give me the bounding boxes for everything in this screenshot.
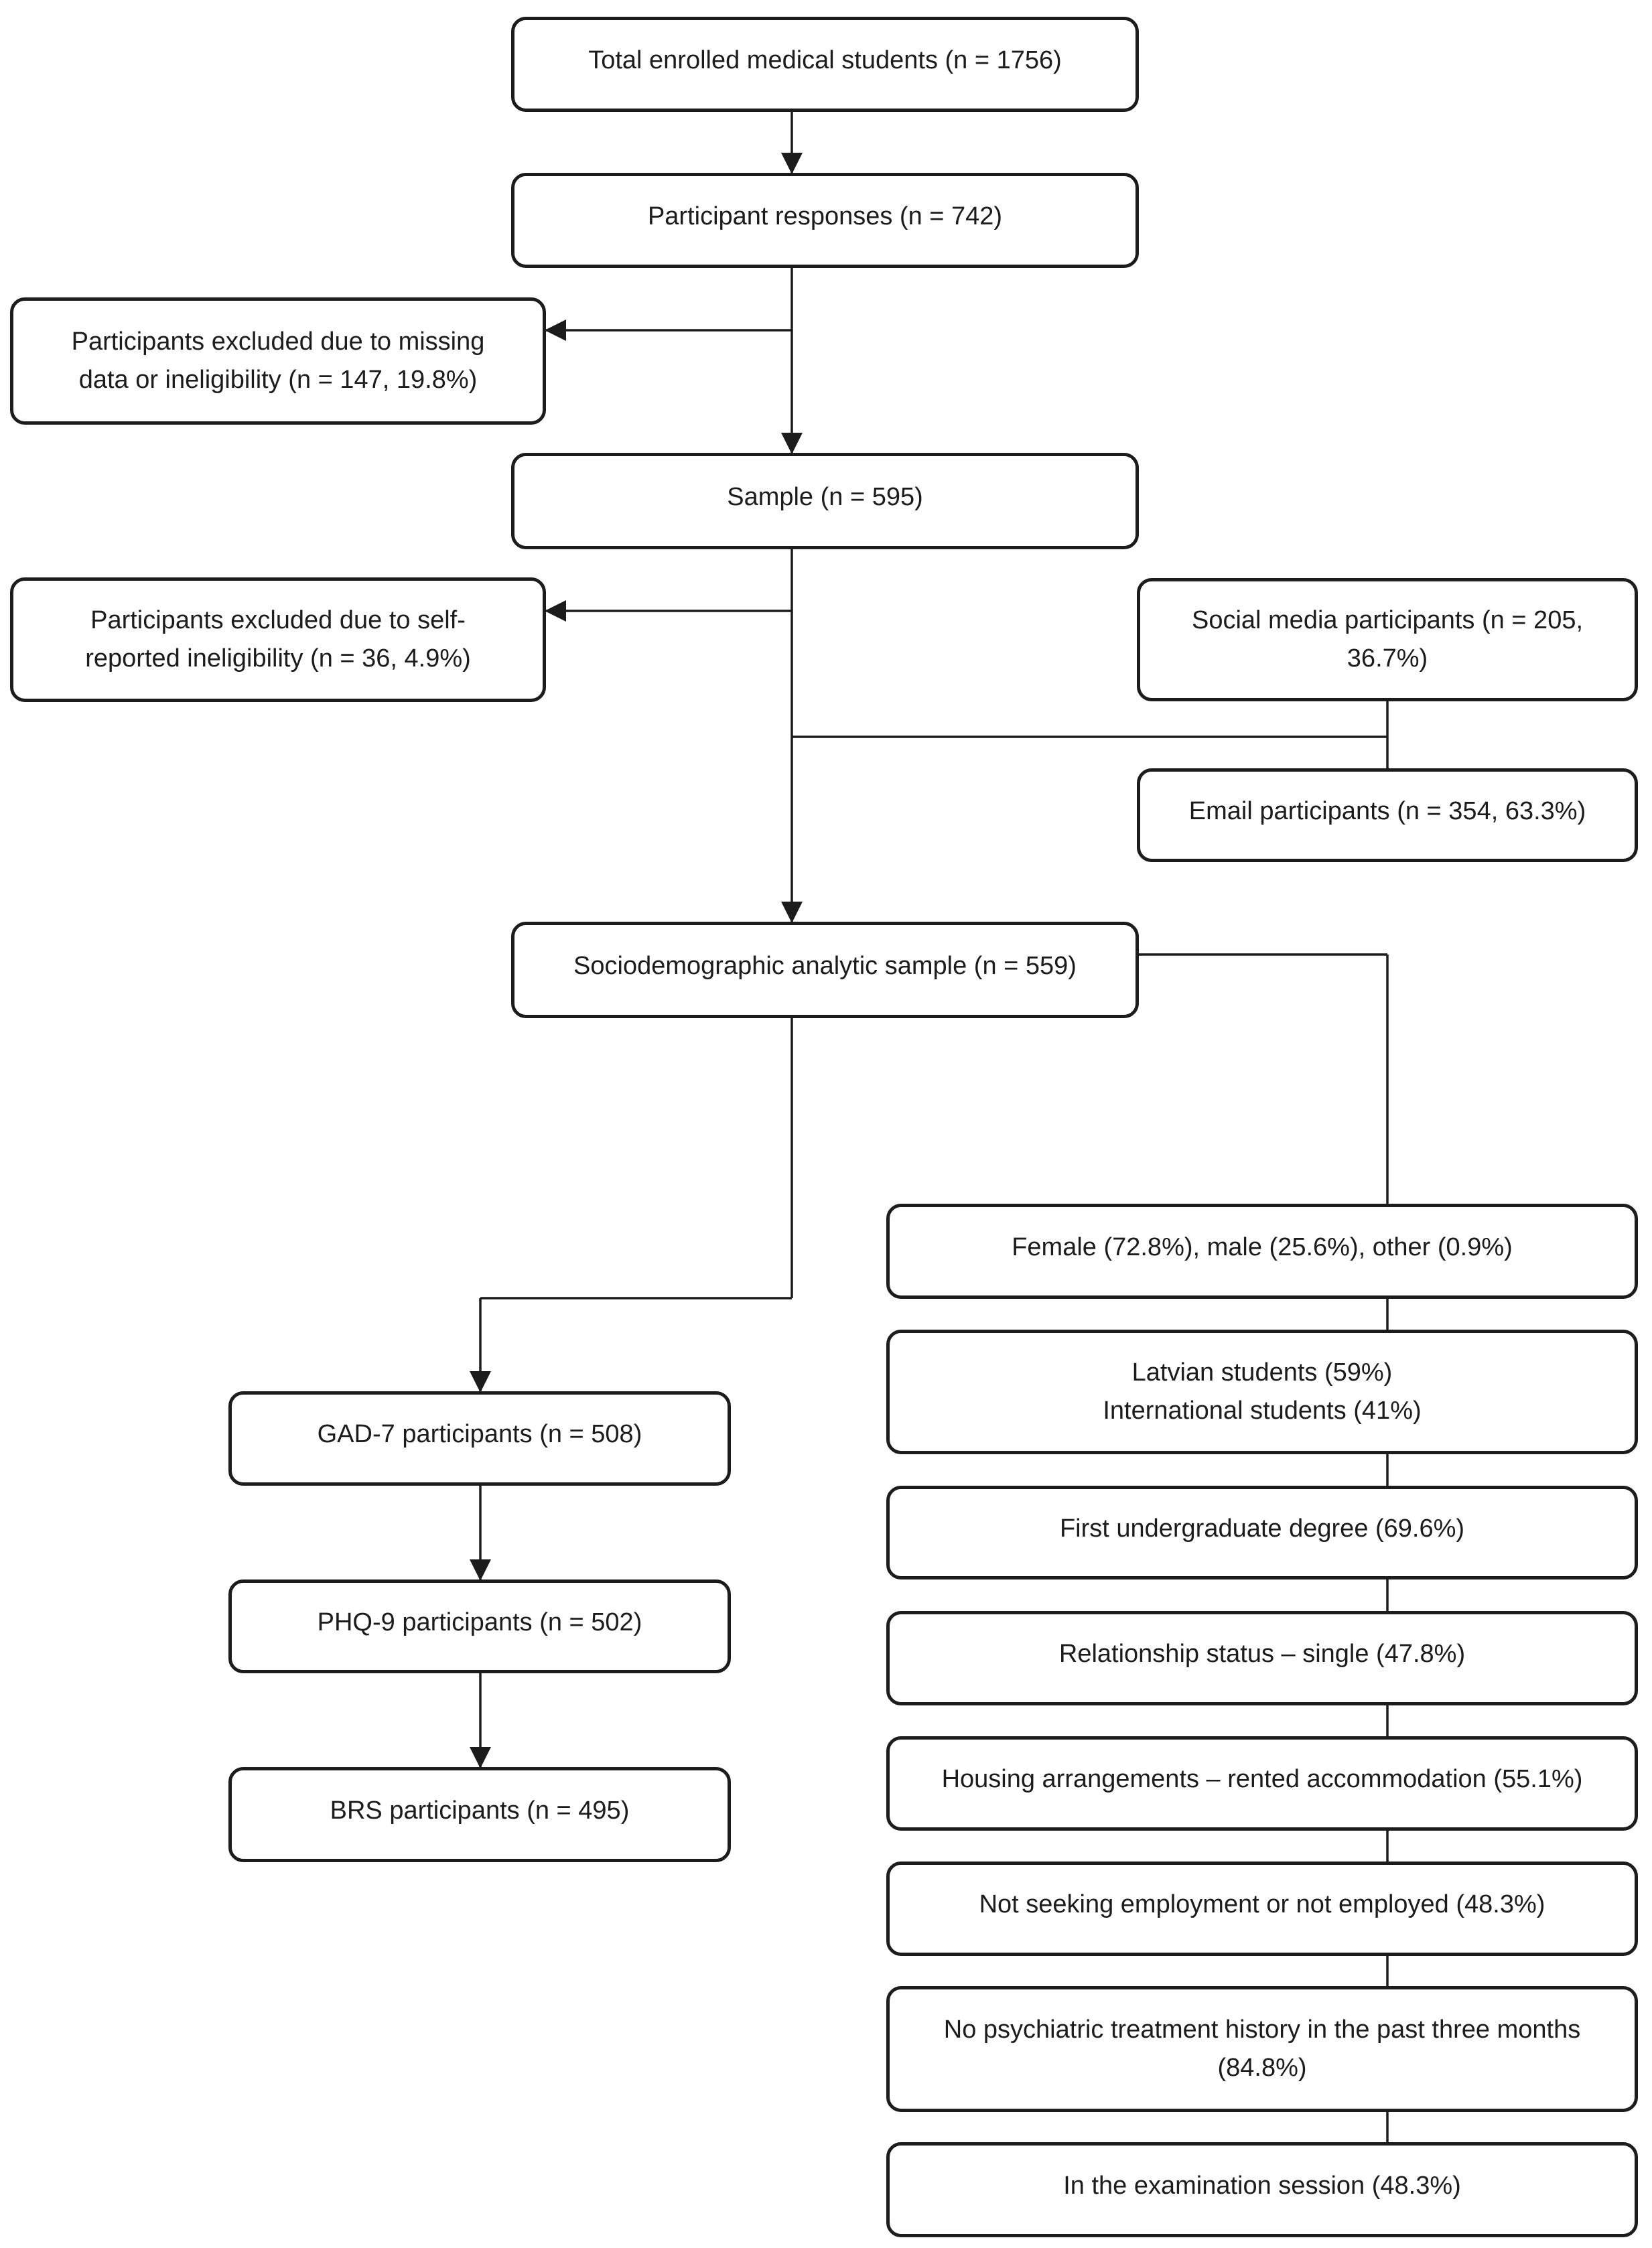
excluded-self-line-2: reported ineligibility (n = 36, 4.9%) (85, 644, 471, 673)
social-media-line-1: Social media participants (n = 205, (1191, 606, 1584, 634)
sociodemographic-sample-box: Sociodemographic analytic sample (n = 55… (511, 922, 1139, 1018)
excluded-missing-line-2: data or ineligibility (n = 147, 19.8%) (78, 366, 478, 394)
excluded-missing-box: Participants excluded due to missing dat… (10, 297, 546, 425)
excluded-self-box: Participants excluded due to self- repor… (10, 577, 546, 702)
gad7-box: GAD-7 participants (n = 508) (228, 1391, 731, 1486)
participant-responses-text: Participant responses (n = 742) (647, 202, 1003, 230)
sociodemographic-sample-text: Sociodemographic analytic sample (n = 55… (573, 951, 1077, 980)
employment-box: Not seeking employment or not employed (… (886, 1861, 1638, 1956)
gender-box: Female (72.8%), male (25.6%), other (0.9… (886, 1204, 1638, 1299)
participant-responses-box: Participant responses (n = 742) (511, 173, 1139, 268)
excluded-self-line-1: Participants excluded due to self- (90, 606, 466, 634)
relationship-text: Relationship status – single (47.8%) (1058, 1640, 1466, 1668)
phq9-text: PHQ-9 participants (n = 502) (317, 1608, 642, 1636)
email-text: Email participants (n = 354, 63.3%) (1188, 796, 1586, 825)
nationality-box: Latvian students (59%) International stu… (886, 1330, 1638, 1454)
examination-session-text: In the examination session (48.3%) (1063, 2171, 1461, 2200)
housing-text: Housing arrangements – rented accommodat… (941, 1765, 1583, 1793)
degree-text: First undergraduate degree (69.6%) (1059, 1514, 1465, 1543)
sample-text: Sample (n = 595) (727, 482, 923, 511)
housing-box: Housing arrangements – rented accommodat… (886, 1736, 1638, 1831)
email-box: Email participants (n = 354, 63.3%) (1137, 768, 1638, 862)
psychiatric-history-line-2: (84.8%) (1217, 2054, 1307, 2082)
brs-box: BRS participants (n = 495) (228, 1767, 731, 1862)
excluded-missing-line-1: Participants excluded due to missing (71, 328, 485, 356)
total-enrolled-text: Total enrolled medical students (n = 175… (588, 46, 1062, 74)
sample-box: Sample (n = 595) (511, 453, 1139, 549)
nationality-line-1: Latvian students (59%) (1131, 1358, 1393, 1387)
brs-text: BRS participants (n = 495) (330, 1796, 630, 1825)
total-enrolled-box: Total enrolled medical students (n = 175… (511, 17, 1139, 112)
social-media-box: Social media participants (n = 205, 36.7… (1137, 578, 1638, 701)
gad7-text: GAD-7 participants (n = 508) (317, 1420, 642, 1448)
social-media-line-2: 36.7%) (1347, 644, 1428, 673)
relationship-box: Relationship status – single (47.8%) (886, 1611, 1638, 1705)
phq9-box: PHQ-9 participants (n = 502) (228, 1579, 731, 1673)
degree-box: First undergraduate degree (69.6%) (886, 1486, 1638, 1579)
psychiatric-history-line-1: No psychiatric treatment history in the … (943, 2016, 1581, 2044)
gender-text: Female (72.8%), male (25.6%), other (0.9… (1012, 1233, 1513, 1261)
psychiatric-history-box: No psychiatric treatment history in the … (886, 1986, 1638, 2112)
examination-session-box: In the examination session (48.3%) (886, 2142, 1638, 2237)
nationality-line-2: International students (41%) (1103, 1397, 1422, 1425)
employment-text: Not seeking employment or not employed (… (979, 1890, 1545, 1918)
